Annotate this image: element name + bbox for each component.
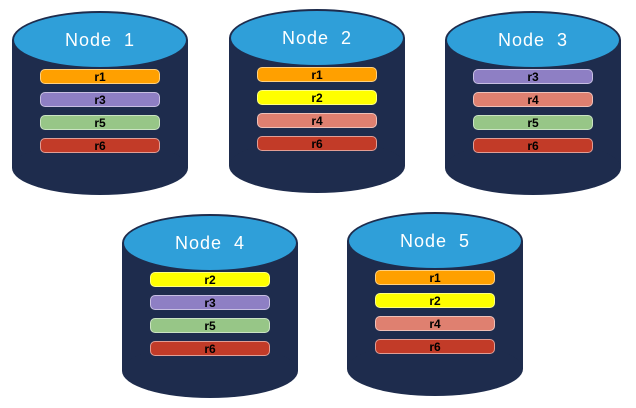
database-node-4: Node 4 r2 r3 r5 r6 [122, 214, 298, 398]
replica-bar: r5 [150, 318, 270, 333]
database-node-3: Node 3 r3 r4 r5 r6 [445, 11, 621, 195]
replica-bar: r6 [375, 339, 495, 354]
replica-list: r1 r2 r4 r6 [257, 67, 377, 151]
node-title: Node 5 [399, 230, 471, 251]
node-title: Node 3 [497, 29, 569, 50]
replica-list: r2 r3 r5 r6 [150, 272, 270, 356]
replica-bar: r6 [150, 341, 270, 356]
replica-bar: r2 [375, 293, 495, 308]
node-title: Node 2 [281, 27, 353, 48]
replica-bar: r3 [150, 295, 270, 310]
replica-bar: r1 [40, 69, 160, 84]
replica-bar: r4 [375, 316, 495, 331]
replica-list: r1 r3 r5 r6 [40, 69, 160, 153]
database-node-5: Node 5 r1 r2 r4 r6 [347, 212, 523, 396]
replica-bar: r2 [150, 272, 270, 287]
replica-bar: r3 [40, 92, 160, 107]
replica-bar: r5 [40, 115, 160, 130]
replica-bar: r4 [473, 92, 593, 107]
node-title: Node 1 [64, 29, 136, 50]
node-title: Node 4 [174, 232, 246, 253]
replica-list: r1 r2 r4 r6 [375, 270, 495, 354]
replica-bar: r3 [473, 69, 593, 84]
replica-bar: r5 [473, 115, 593, 130]
database-node-1: Node 1 r1 r3 r5 r6 [12, 11, 188, 195]
replica-bar: r6 [40, 138, 160, 153]
database-node-2: Node 2 r1 r2 r4 r6 [229, 9, 405, 193]
replica-bar: r6 [473, 138, 593, 153]
replica-bar: r2 [257, 90, 377, 105]
cylinder-top: Node 4 [122, 214, 298, 272]
replica-bar: r1 [375, 270, 495, 285]
replica-bar: r1 [257, 67, 377, 82]
replica-bar: r6 [257, 136, 377, 151]
cylinder-top: Node 3 [445, 11, 621, 69]
cylinder-top: Node 2 [229, 9, 405, 67]
replica-list: r3 r4 r5 r6 [473, 69, 593, 153]
cylinder-top: Node 1 [12, 11, 188, 69]
replica-bar: r4 [257, 113, 377, 128]
cylinder-top: Node 5 [347, 212, 523, 270]
